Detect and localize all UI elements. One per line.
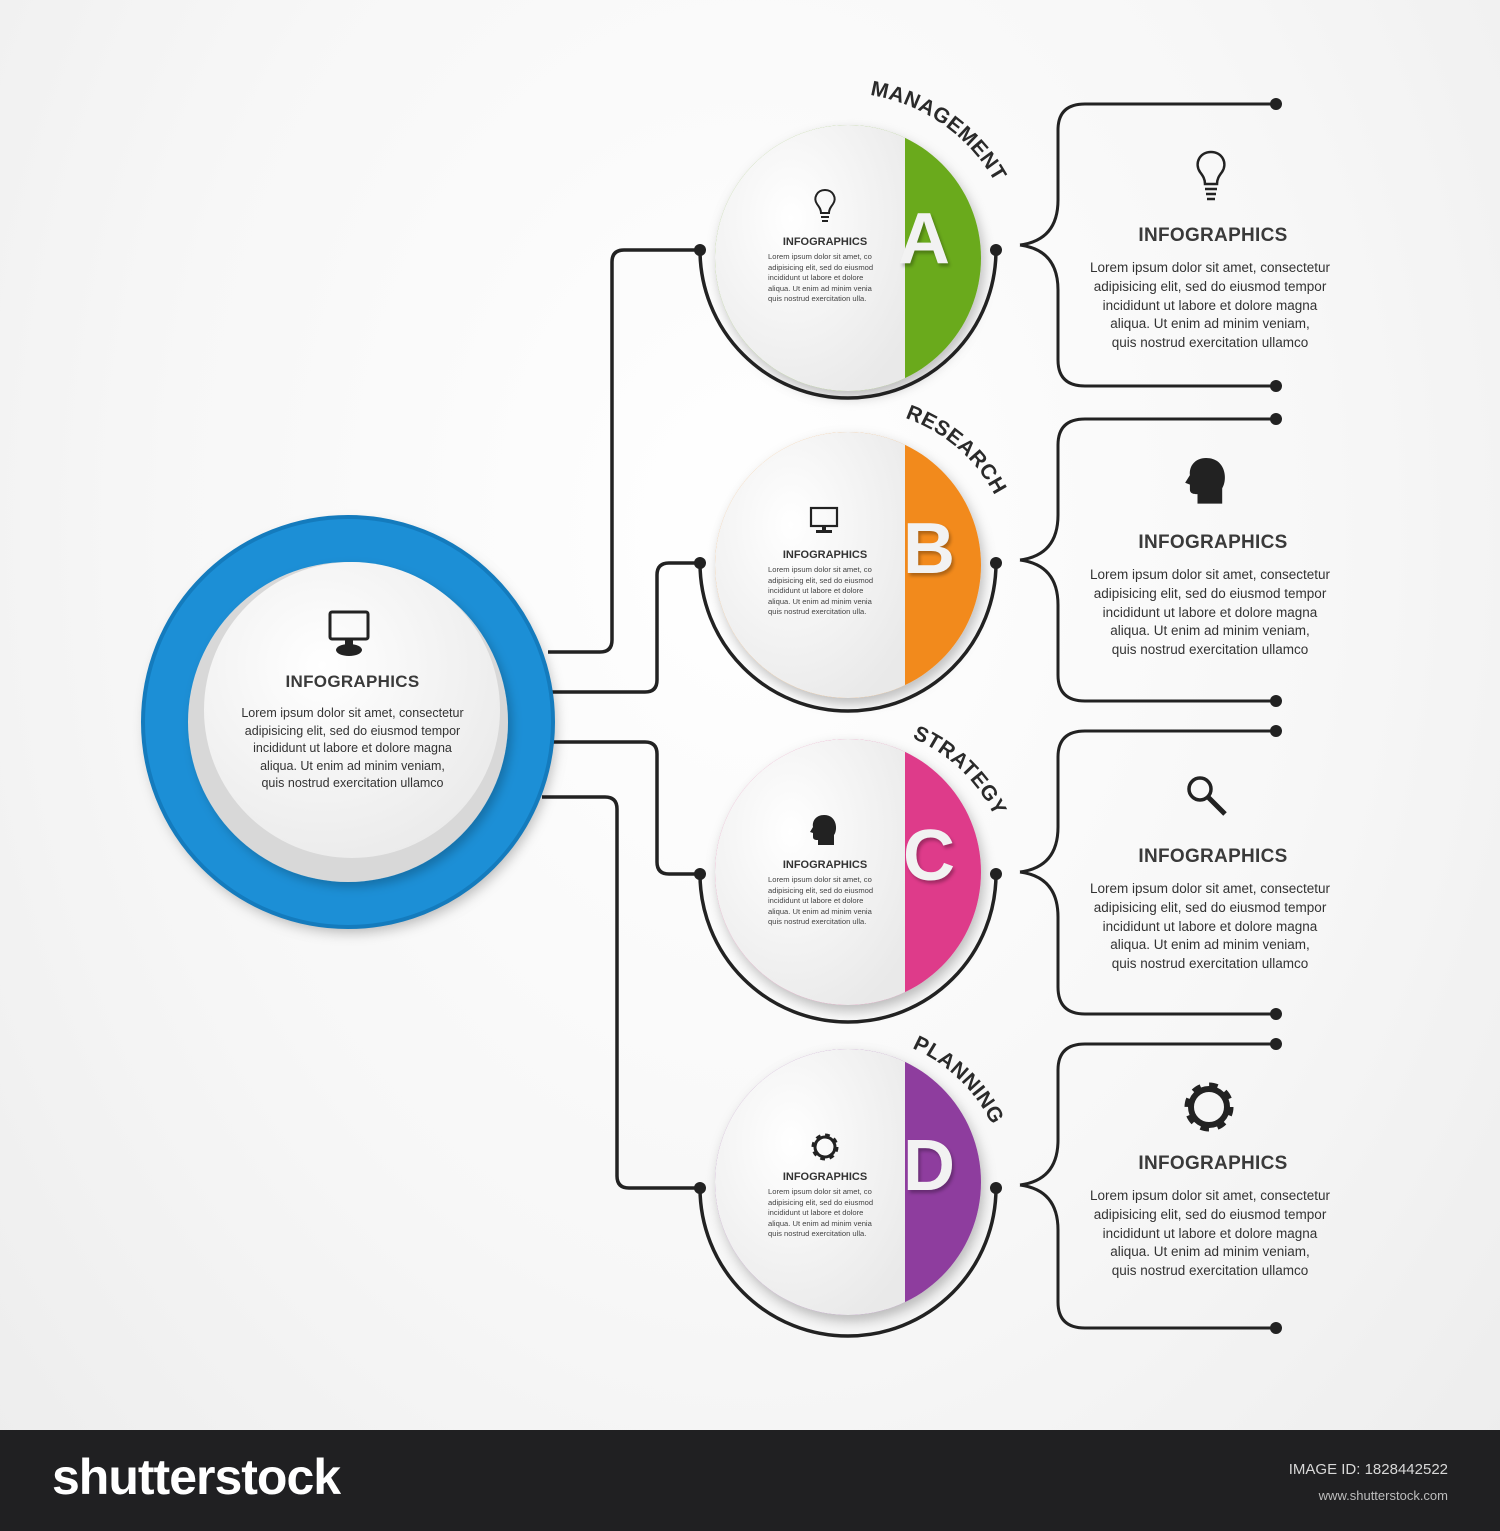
detail-title-d: INFOGRAPHICS	[1138, 1153, 1288, 1174]
step-title-c: INFOGRAPHICS	[782, 859, 868, 871]
monitor-icon	[809, 506, 839, 533]
detail-body-c: Lorem ipsum dolor sit amet, consectetur …	[1089, 881, 1331, 972]
detail-brackets	[1019, 102, 1275, 1330]
step-title-b: INFOGRAPHICS	[782, 549, 868, 561]
step-letter-b: B	[903, 509, 955, 589]
detail-title-b: INFOGRAPHICS	[1138, 532, 1288, 553]
step-letter-c: C	[903, 816, 955, 896]
center-node	[141, 515, 555, 929]
detail-body-b: Lorem ipsum dolor sit amet, consectetur …	[1089, 567, 1331, 658]
step-body-c: Lorem ipsum dolor sit amet, co adipisici…	[768, 875, 874, 927]
lightbulb-icon	[1196, 150, 1226, 201]
step-letter-d: D	[903, 1126, 955, 1206]
shutterstock-logo[interactable]: shutterstock	[52, 1449, 341, 1505]
lightbulb-icon	[814, 188, 836, 222]
step-title-a: INFOGRAPHICS	[782, 236, 868, 248]
gear-icon	[811, 1133, 839, 1161]
detail-title-c: INFOGRAPHICS	[1138, 846, 1288, 867]
footer-url[interactable]: www.shutterstock.com	[1318, 1488, 1448, 1503]
footer-bar	[0, 1430, 1500, 1531]
bracket-endpoints	[1270, 98, 1282, 1334]
gear-icon	[1184, 1082, 1234, 1132]
monitor-icon	[328, 610, 370, 656]
diagram: MANAGEMENT RESEARCH STRATEGY PLANNING	[141, 77, 1282, 1338]
step-letter-a: A	[898, 199, 950, 279]
magnifier-icon	[1187, 776, 1227, 816]
step-body-b: Lorem ipsum dolor sit amet, co adipisici…	[768, 565, 874, 617]
connector-lines	[542, 248, 700, 1190]
center-title: INFOGRAPHICS	[285, 672, 420, 691]
step-body-d: Lorem ipsum dolor sit amet, co adipisici…	[768, 1187, 874, 1239]
detail-body-a: Lorem ipsum dolor sit amet, consectetur …	[1089, 260, 1331, 351]
center-body: Lorem ipsum dolor sit amet, consectetur …	[241, 706, 464, 790]
step-body-a: Lorem ipsum dolor sit amet, co adipisici…	[768, 252, 874, 304]
head-profile-icon	[1185, 458, 1225, 504]
detail-body-d: Lorem ipsum dolor sit amet, consectetur …	[1089, 1188, 1331, 1279]
detail-title-a: INFOGRAPHICS	[1138, 225, 1288, 246]
head-profile-icon	[810, 815, 837, 845]
image-id: IMAGE ID: 1828442522	[1288, 1461, 1448, 1478]
step-title-d: INFOGRAPHICS	[782, 1171, 868, 1183]
